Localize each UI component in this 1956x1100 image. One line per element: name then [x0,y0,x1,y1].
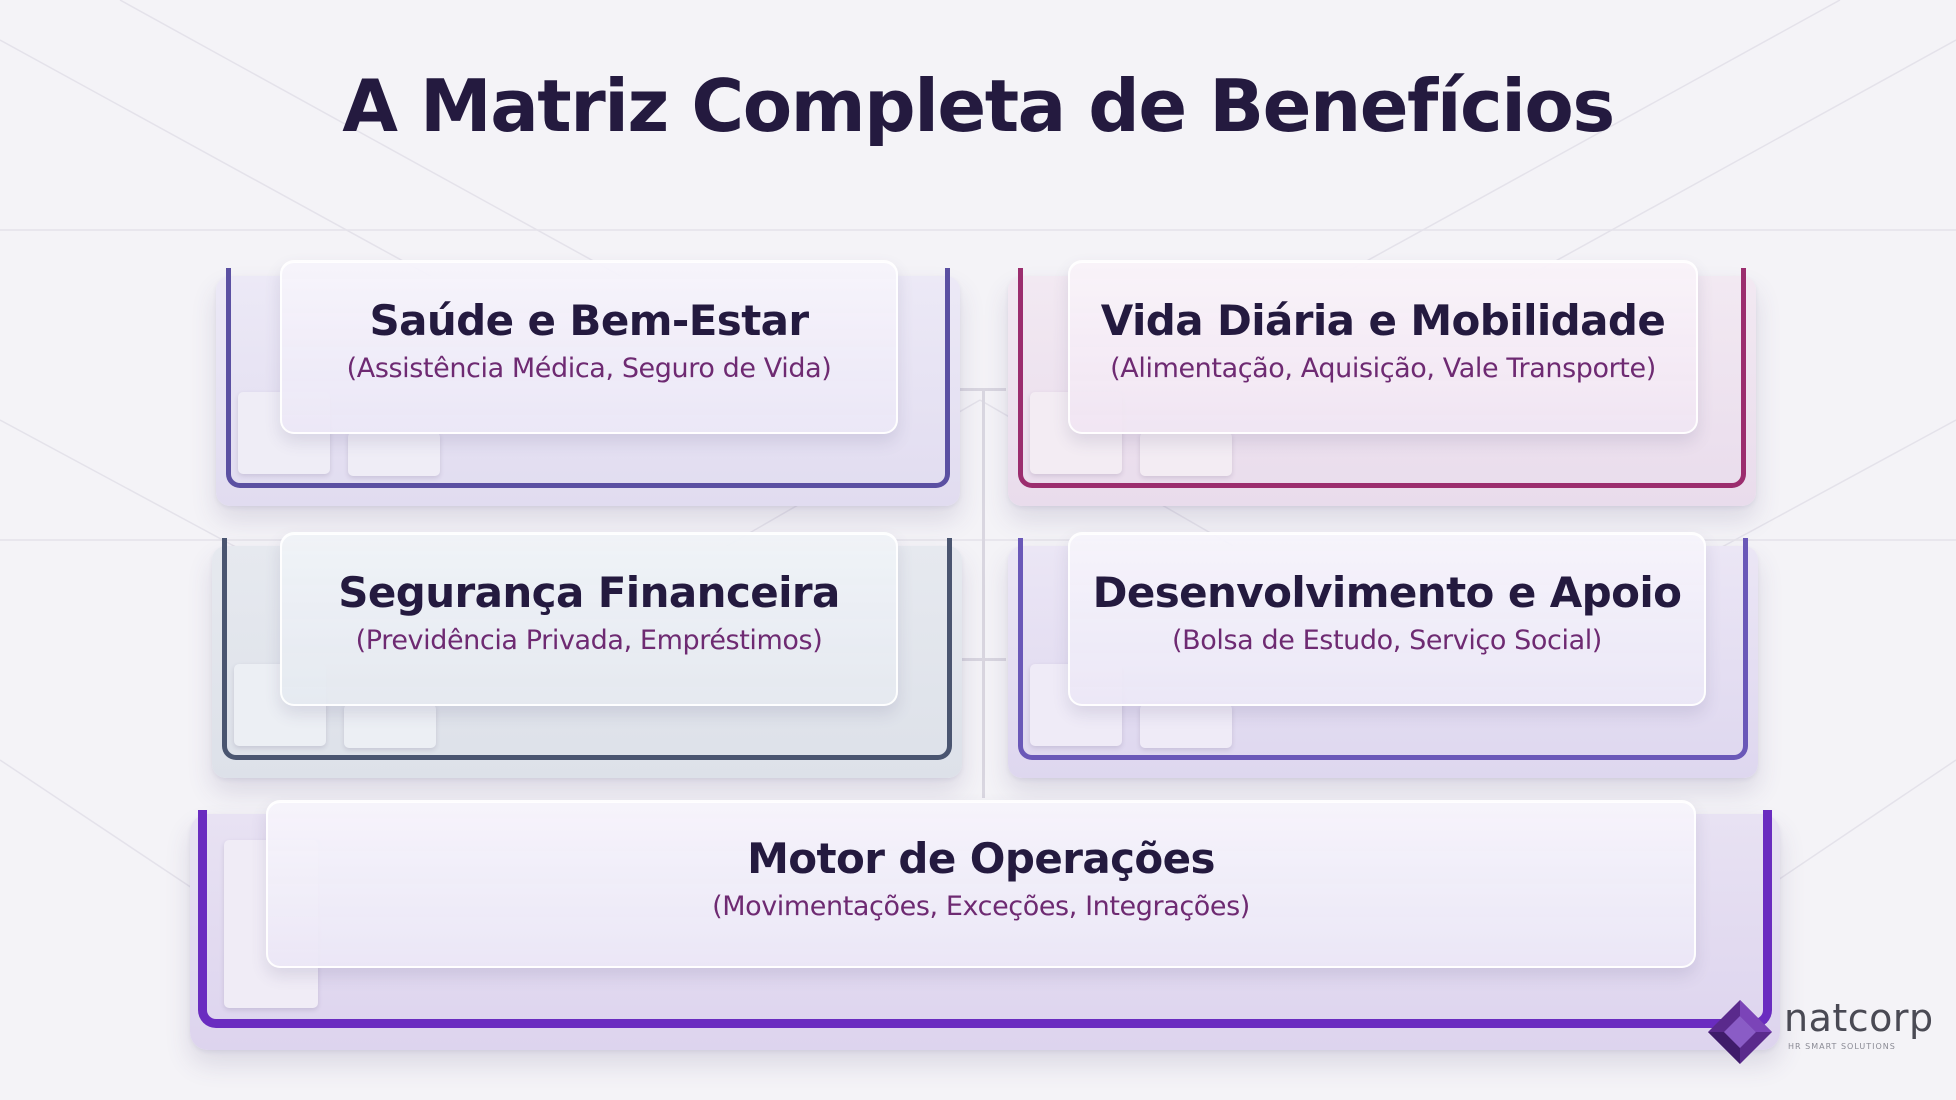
module-panel: Motor de Operações (Movimentações, Exceç… [266,800,1696,968]
module-tray [1018,538,1748,760]
module-subtitle: (Bolsa de Estudo, Serviço Social) [1172,625,1602,656]
module-panel: Desenvolvimento e Apoio (Bolsa de Estudo… [1068,532,1706,706]
module-subtitle: (Previdência Privada, Empréstimos) [355,625,823,656]
module-tray [222,538,952,760]
module-block [1140,432,1232,476]
module-subtitle: (Movimentações, Exceções, Integrações) [712,891,1250,922]
module-vida-diaria-mobilidade[interactable]: Vida Diária e Mobilidade (Alimentação, A… [1008,260,1756,506]
logo-wordmark: natcorp [1784,996,1934,1040]
module-desenvolvimento-apoio[interactable]: Desenvolvimento e Apoio (Bolsa de Estudo… [1008,532,1758,778]
module-seguranca-financeira[interactable]: Segurança Financeira (Previdência Privad… [212,532,962,778]
module-panel: Vida Diária e Mobilidade (Alimentação, A… [1068,260,1698,434]
module-title: Segurança Financeira [338,568,840,617]
module-subtitle: (Assistência Médica, Seguro de Vida) [346,353,832,384]
module-block [344,704,436,748]
module-title: Saúde e Bem-Estar [369,296,809,345]
module-block [1140,704,1232,748]
module-panel: Segurança Financeira (Previdência Privad… [280,532,898,706]
module-tray [226,268,950,488]
logo-tagline: HR SMART SOLUTIONS [1788,1042,1896,1051]
connector-vertical [982,388,985,798]
module-tray [1018,268,1746,488]
module-saude-bem-estar[interactable]: Saúde e Bem-Estar (Assistência Médica, S… [216,260,960,506]
page-title: A Matriz Completa de Benefícios [342,64,1615,148]
connector-middle [960,658,1006,661]
module-block [348,432,440,476]
module-subtitle: (Alimentação, Aquisição, Vale Transporte… [1110,353,1656,384]
natcorp-logo-icon [1708,1000,1772,1064]
module-title: Desenvolvimento e Apoio [1092,568,1682,617]
module-title: Vida Diária e Mobilidade [1100,296,1666,345]
module-tray [198,810,1772,1028]
natcorp-logo: natcorp HR SMART SOLUTIONS [1702,990,1942,1070]
module-title: Motor de Operações [747,834,1215,883]
connector-top [960,388,1006,391]
module-motor-operacoes[interactable]: Motor de Operações (Movimentações, Exceç… [190,800,1780,1050]
module-panel: Saúde e Bem-Estar (Assistência Médica, S… [280,260,898,434]
